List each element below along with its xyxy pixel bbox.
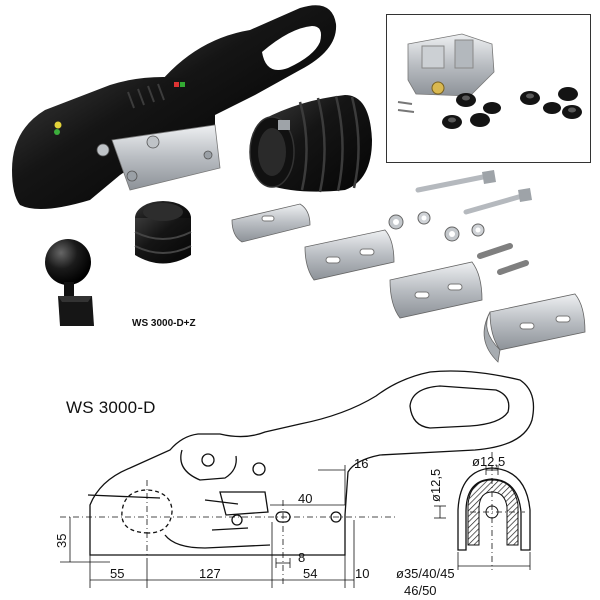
- clamp-shells-photo: [231, 203, 586, 363]
- dim-label-55: 55: [110, 566, 124, 581]
- bellows-photo: [249, 95, 372, 193]
- side-view-centerlines: [60, 480, 398, 585]
- lock-inset-photo: [397, 33, 582, 129]
- dim-label-dia-12-5-vertical: ø12,5: [428, 469, 443, 502]
- dim-label-tube-diameters-alt: 46/50: [404, 583, 437, 598]
- dim-label-dia-12-5-horizontal: ø12,5: [472, 454, 505, 469]
- rubber-bumper-photo: [134, 201, 192, 264]
- lock-inset-frame: [386, 14, 591, 163]
- coupling-head-photo: [12, 5, 337, 209]
- hardware-photo: [388, 170, 532, 275]
- cross-section-drawing: [434, 452, 531, 570]
- dim-label-127: 127: [199, 566, 221, 581]
- dim-label-tube-diameters: ø35/40/45: [396, 566, 455, 581]
- dimension-lines: [60, 465, 355, 588]
- ball-lock-photo: [45, 239, 94, 326]
- dim-label-54: 54: [303, 566, 317, 581]
- dim-label-40: 40: [298, 491, 312, 506]
- side-view-drawing: [87, 370, 535, 556]
- dim-label-10: 10: [355, 566, 369, 581]
- drawing-title: WS 3000-D: [66, 398, 156, 417]
- product-caption: WS 3000-D+Z: [132, 318, 196, 329]
- dim-label-16: 16: [354, 456, 368, 471]
- dim-label-8: 8: [298, 550, 305, 565]
- dim-label-35: 35: [54, 534, 69, 548]
